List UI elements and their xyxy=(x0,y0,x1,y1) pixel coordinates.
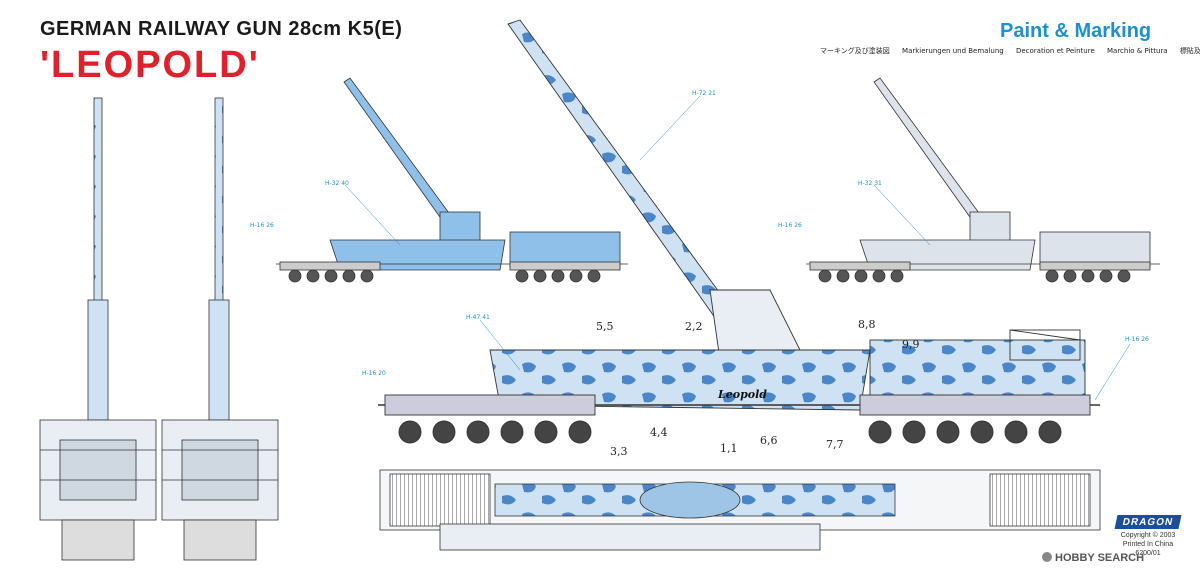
lang-label-ja: マーキング及び塗装図 xyxy=(820,47,890,55)
decal-marker: 3,3 xyxy=(610,445,628,458)
callout-leaders xyxy=(344,95,1131,401)
decal-marker: 7,7 xyxy=(826,438,844,451)
callout-label: H-72 21 xyxy=(692,90,716,97)
lang-label-it: Marchio & Pittura xyxy=(1106,47,1168,55)
dragon-logo: DRAGON xyxy=(1114,515,1182,529)
callout-label: H-47 41 xyxy=(466,314,490,321)
kit-title: GERMAN RAILWAY GUN 28cm K5(E) xyxy=(40,18,403,40)
paint-marking-heading: Paint & Marking xyxy=(1000,20,1152,42)
callout-label: H-32 40 xyxy=(325,180,349,187)
top-view xyxy=(379,469,1101,551)
copyright-text: Copyright © 2003 xyxy=(1120,532,1176,539)
watermark: HOBBY SEARCH xyxy=(1042,552,1144,564)
decal-marker: 2,2 xyxy=(685,320,703,333)
lang-label-de: Markierungen und Bemalung xyxy=(902,47,1004,55)
decal-marker: 5,5 xyxy=(596,320,614,333)
decal-marker: 9,9 xyxy=(902,338,920,351)
callout-label: H-16 26 xyxy=(778,222,802,229)
decal-marker: 1,1 xyxy=(720,442,738,455)
front-view xyxy=(39,97,157,561)
decal-marker: 4,4 xyxy=(650,426,668,439)
callout-label: H-16 26 xyxy=(1125,336,1149,343)
copyright-block: Copyright © 2003 Printed In China 6200/0… xyxy=(1113,531,1183,558)
side-view-main xyxy=(378,19,1100,444)
watermark-icon xyxy=(1042,552,1052,562)
kit-code: 6200/01 xyxy=(1135,550,1161,557)
callout-label: H-16 26 xyxy=(250,222,274,229)
lang-label-zh: 標貼及着色指示 xyxy=(1179,47,1200,55)
callout-label: H-16 20 xyxy=(362,370,386,377)
vehicle-name-marking: Leopold xyxy=(718,388,767,401)
kit-subtitle: 'LEOPOLD' xyxy=(40,44,260,86)
printed-text: Printed In China xyxy=(1122,541,1174,548)
callout-label: H-32 31 xyxy=(858,180,882,187)
decal-marker: 8,8 xyxy=(858,318,876,331)
decal-marker: 6,6 xyxy=(760,434,778,447)
rear-view xyxy=(161,97,279,561)
side-view-small-camo xyxy=(276,77,628,283)
side-view-small-grey xyxy=(806,77,1160,283)
watermark-text: HOBBY SEARCH xyxy=(1055,552,1145,564)
lang-label-fr: Decoration et Peinture xyxy=(1015,47,1095,55)
language-labels: マーキング及び塗装図 Markierungen und Bemalung Dec… xyxy=(820,46,1200,56)
